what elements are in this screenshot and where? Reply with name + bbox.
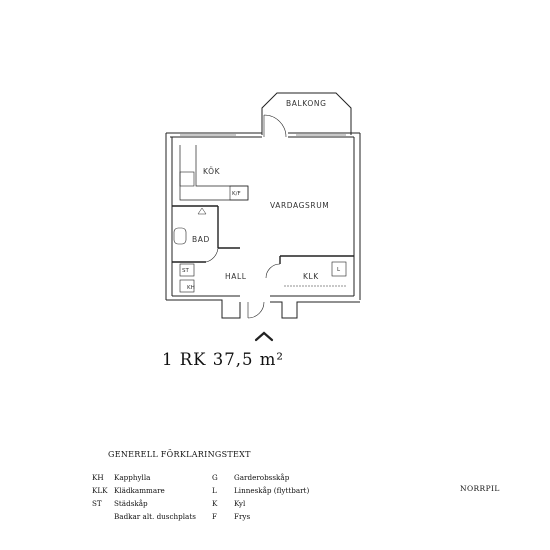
entrance-arrow [254,331,274,342]
entrance-door [247,301,265,319]
klk-door [265,263,281,279]
balcony-outline [261,92,352,135]
label-st: ST [182,268,189,274]
label-kok: KÖK [203,167,221,176]
label-l: L [337,267,341,273]
legend-item: Badkar alt. duschplats [114,512,196,521]
outer-wall-top-left [166,132,262,138]
balcony-door [263,114,287,138]
wall-bath-door [205,247,219,263]
label-vardagsrum: VARDAGSRUM [270,201,329,210]
toilet [173,227,187,245]
shower-mark [197,207,207,215]
north-label: NORRPIL [460,484,500,493]
outer-wall-bottom-left [166,295,241,319]
kh-rack [179,279,195,293]
legend-title: GENERELL FÖRKLARINGSTEXT [108,450,251,459]
label-bad: BAD [192,235,210,244]
outer-wall-top-right [288,132,360,138]
kitchen-stove [179,171,195,187]
label-kh: KH [187,285,195,291]
label-kf: K/F [232,191,241,197]
outer-wall-left [165,133,173,300]
linen-cabinet [331,261,347,277]
outer-wall-right [353,133,361,300]
label-klk: KLK [303,272,319,281]
label-balkong: BALKONG [286,99,327,108]
apartment-summary: 1 RK 37,5 m² [162,350,284,369]
label-hall: HALL [225,272,247,281]
wall-bath-right [217,206,240,249]
kitchen-fridge [229,185,249,201]
outer-wall-bottom-right [270,295,360,319]
st-cabinet [179,263,195,277]
